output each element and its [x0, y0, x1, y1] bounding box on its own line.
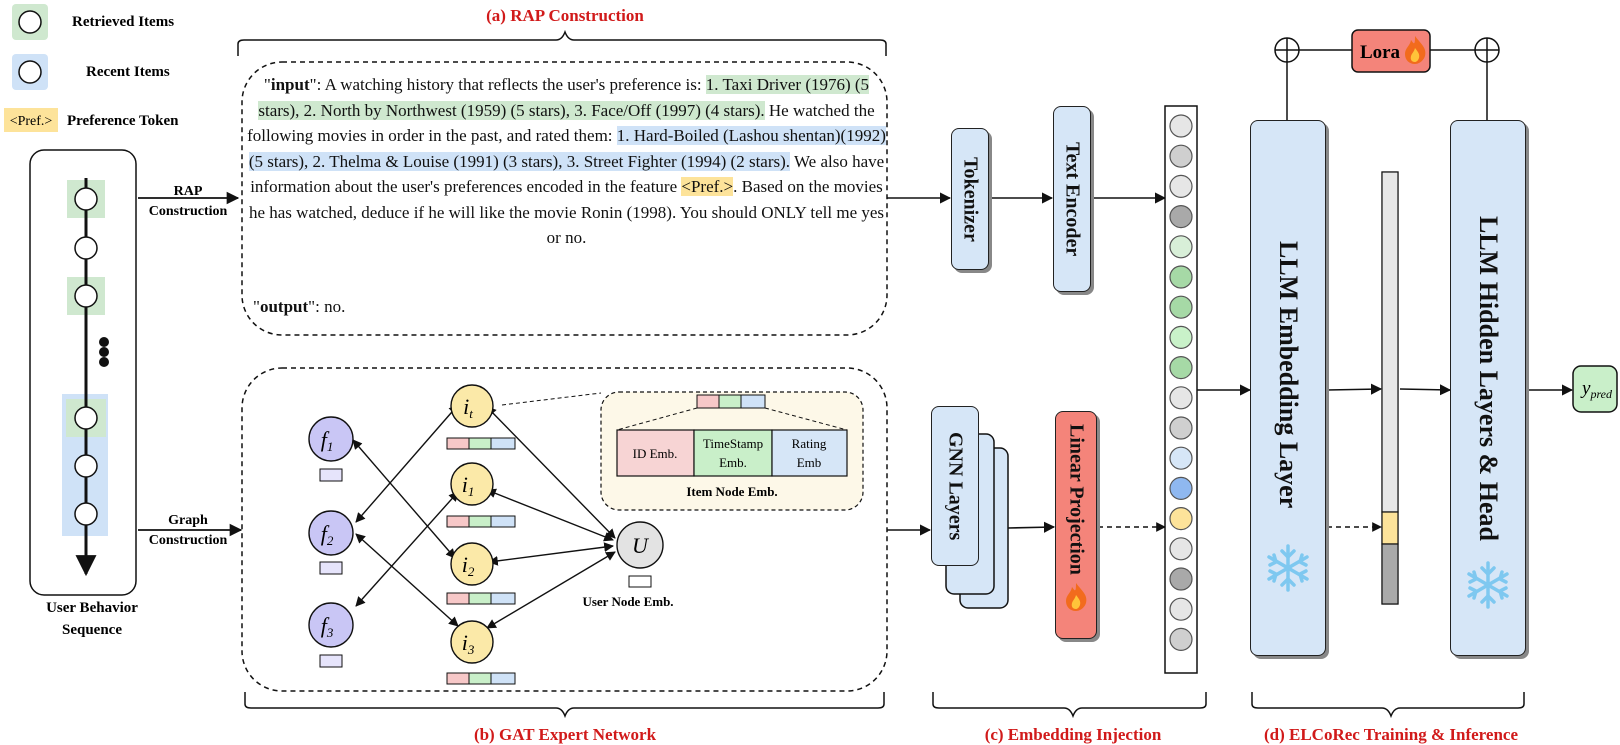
gnn-layers-block: GNN Layers [931, 406, 979, 566]
graph-construction-line1: Graph [168, 513, 208, 528]
section-a-title: (a) RAP Construction [486, 6, 644, 25]
token-embedding [1169, 295, 1193, 319]
token-embedding [1169, 356, 1193, 380]
linear-projection-label: Linear Projection [1065, 424, 1088, 575]
sequence-label-line2: Sequence [62, 622, 122, 638]
fire-icon [1066, 582, 1087, 611]
svg-text:i2: i2 [462, 552, 475, 579]
svg-text:f3: f3 [321, 613, 334, 640]
token-embedding [1169, 446, 1193, 470]
item-node-i3: i3 [446, 620, 516, 685]
feature-node-f1: f1 [308, 416, 354, 482]
timestamp-emb-label-1: TimeStamp [703, 436, 763, 451]
rating-emb-label-2: Emb [797, 455, 822, 470]
token-embedding [1169, 597, 1193, 621]
llm-hidden-layers-block: LLM Hidden Layers & Head [1450, 120, 1526, 656]
ypred-output: ypred [1572, 365, 1618, 413]
token-embedding [1169, 537, 1193, 561]
prompt-part-4: . Based on the movies he has watched, de… [248, 177, 885, 247]
svg-text:i3: i3 [462, 630, 475, 657]
section-d-title: (d) ELCoRec Training & Inference [1264, 725, 1518, 744]
svg-text:U: U [632, 533, 650, 558]
svg-text:Lora: Lora [1360, 42, 1401, 63]
feature-node-f3: f3 [308, 602, 354, 668]
lora-block: Lora [1351, 29, 1431, 73]
legend-retrieved-label: Retrieved Items [72, 14, 174, 30]
prompt-part-2: He watched the following movies in order… [247, 100, 875, 146]
token-embedding [1169, 235, 1193, 259]
item-node-emb-label: Item Node Emb. [686, 484, 777, 499]
user-behavior-sequence: User Behavior Sequence [29, 149, 138, 638]
token-embedding [1169, 205, 1193, 229]
prompt-pref-token: <Pref.> [681, 177, 734, 196]
legend: Retrieved Items Recent Items <Pref.> Pre… [4, 4, 179, 132]
token-embedding [1169, 506, 1193, 531]
token-embedding [1169, 416, 1193, 440]
timestamp-emb-label-2: Emb. [719, 455, 747, 470]
tokenizer-label: Tokenizer [959, 156, 982, 242]
snowflake-icon [1267, 544, 1309, 592]
legend-pref-token: <Pref.> [10, 114, 53, 129]
token-embedding [1169, 144, 1193, 168]
rap-construction-line1: RAP [174, 184, 203, 199]
section-b-title: (b) GAT Expert Network [474, 725, 657, 744]
plus-circle-icon [1474, 37, 1500, 63]
rap-construction-line2: Construction [149, 204, 228, 219]
item-node-it: it [446, 384, 516, 450]
gnn-layers-label: GNN Layers [944, 431, 967, 541]
rating-emb-label-1: Rating [792, 436, 827, 451]
snowflake-icon [1467, 561, 1509, 609]
tokenizer-block: Tokenizer [951, 128, 989, 270]
prompt-output: "output": no. [253, 297, 346, 316]
token-embedding [1169, 114, 1193, 138]
token-embedding [1169, 627, 1193, 652]
svg-text:f1: f1 [321, 427, 334, 454]
item-node-i1: i1 [446, 462, 516, 528]
item-node-i2: i2 [446, 542, 516, 605]
text-encoder-block: Text Encoder [1053, 106, 1091, 292]
feature-node-f2: f2 [308, 510, 354, 575]
token-embedding [1169, 476, 1193, 500]
graph-construction-line2: Construction [149, 533, 228, 548]
sequence-label-line1: User Behavior [46, 600, 138, 616]
token-embedding [1169, 386, 1193, 410]
prompt-part-1: A watching history that reflects the use… [324, 75, 706, 94]
llm-embedding-layer-block: LLM Embedding Layer [1250, 120, 1326, 656]
linear-projection-block: Linear Projection [1055, 411, 1097, 639]
token-embedding [1169, 567, 1193, 591]
svg-text:ypred: ypred [1580, 378, 1613, 401]
user-node: U User Node Emb. [582, 521, 674, 609]
prompt-output-value: : no. [315, 297, 346, 316]
prompt-input-key: input [270, 75, 310, 94]
svg-text:i1: i1 [462, 472, 475, 499]
token-embedding [1169, 265, 1193, 289]
legend-pref-label: Preference Token [67, 113, 179, 129]
llm-hidden-label: LLM Hidden Layers & Head [1474, 216, 1503, 542]
prompt-part-3: We also have information about the user'… [250, 151, 885, 197]
plus-circle-icon [1274, 37, 1300, 63]
rap-prompt-text: "input": A watching history that reflect… [247, 75, 886, 247]
token-embedding [1169, 325, 1193, 349]
legend-recent-label: Recent Items [86, 64, 170, 80]
id-emb-label: ID Emb. [633, 446, 678, 461]
svg-text:f2: f2 [321, 521, 334, 548]
section-c-title: (c) Embedding Injection [985, 725, 1162, 744]
text-encoder-label: Text Encoder [1061, 141, 1084, 257]
token-embedding [1169, 174, 1193, 198]
user-node-emb-label: User Node Emb. [582, 594, 673, 609]
pref-token-slot [1381, 511, 1399, 545]
prompt-output-key: output [259, 297, 309, 316]
graph-edges [352, 404, 616, 629]
svg-text:it: it [463, 394, 473, 421]
llm-embedding-label: LLM Embedding Layer [1274, 241, 1303, 509]
